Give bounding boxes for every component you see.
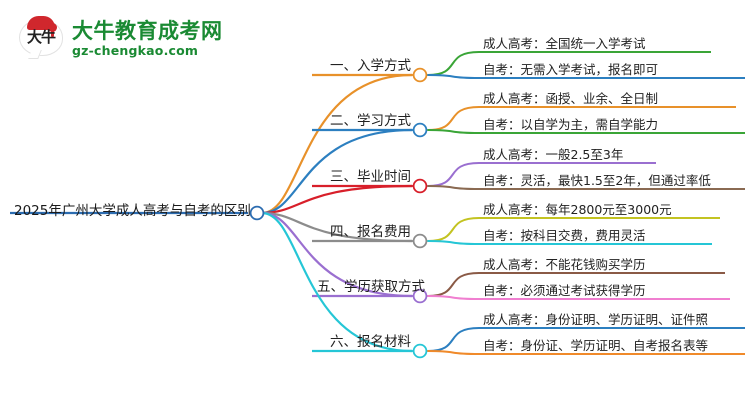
branch-label: 四、报名费用	[330, 224, 411, 240]
root-node-label: 2025年广州大学成人高考与自考的区别	[14, 203, 251, 219]
branch-label: 二、学习方式	[330, 113, 411, 129]
logo-url: gz-chengkao.com	[72, 42, 199, 58]
leaf-connector	[427, 129, 480, 134]
leaf-label: 成人高考：全国统一入学考试	[483, 36, 646, 51]
leaf-connector	[427, 327, 480, 352]
branch-connector	[260, 184, 414, 215]
leaf-label: 自考：必须通过考试获得学历	[483, 283, 646, 298]
branch-node-circle	[412, 178, 428, 194]
leaf-label: 成人高考：一般2.5至3年	[483, 147, 624, 162]
branch-node-circle	[412, 343, 428, 359]
graduation-cap-tassel-icon	[51, 29, 54, 37]
graduation-cap-knob-icon	[48, 23, 57, 32]
leaf-connector	[427, 106, 480, 131]
leaf-connector	[427, 51, 480, 76]
logo-text-block: 大牛教育成考网 gz-chengkao.com	[72, 19, 223, 58]
leaf-label: 自考：灵活，最快1.5至2年，但通过率低	[483, 173, 711, 188]
leaf-label: 自考：无需入学考试，报名即可	[483, 62, 659, 77]
leaf-connector	[427, 74, 480, 79]
branch-label: 五、学历获取方式	[317, 279, 425, 295]
branch-connector	[260, 128, 414, 215]
branch-label: 六、报名材料	[330, 334, 411, 350]
branch-connector	[260, 211, 414, 353]
branch-node-circle	[412, 67, 428, 83]
logo-mark-icon: 大牛	[18, 15, 64, 61]
branch-label: 三、毕业时间	[330, 169, 411, 185]
leaf-connector	[427, 295, 480, 300]
branch-connector	[260, 211, 414, 243]
leaf-connector	[427, 217, 480, 242]
root-node-circle	[249, 205, 265, 221]
logo-mark-text: 大牛	[26, 28, 56, 46]
leaf-connector	[427, 185, 480, 190]
branch-node-circle	[412, 233, 428, 249]
leaf-label: 自考：按科目交费，费用灵活	[483, 228, 646, 243]
leaf-label: 成人高考：身份证明、学历证明、证件照	[483, 312, 709, 327]
branch-node-circle	[412, 288, 428, 304]
leaf-label: 自考：以自学为主，需自学能力	[483, 117, 659, 132]
leaf-label: 成人高考：每年2800元至3000元	[483, 202, 672, 217]
leaf-label: 成人高考：函授、业余、全日制	[483, 91, 659, 106]
branch-label: 一、入学方式	[330, 58, 411, 74]
site-logo: 大牛 大牛教育成考网 gz-chengkao.com	[18, 12, 248, 64]
leaf-label: 成人高考：不能花钱购买学历	[483, 257, 646, 272]
branch-connector	[260, 211, 414, 298]
logo-title: 大牛教育成考网	[72, 18, 223, 43]
leaf-connector	[427, 350, 480, 355]
leaf-connector	[427, 272, 480, 297]
leaf-label: 自考：身份证、学历证明、自考报名表等	[483, 338, 709, 353]
branch-connector	[260, 73, 414, 215]
branch-node-circle	[412, 122, 428, 138]
leaf-connector	[427, 162, 480, 187]
leaf-connector	[427, 240, 480, 245]
